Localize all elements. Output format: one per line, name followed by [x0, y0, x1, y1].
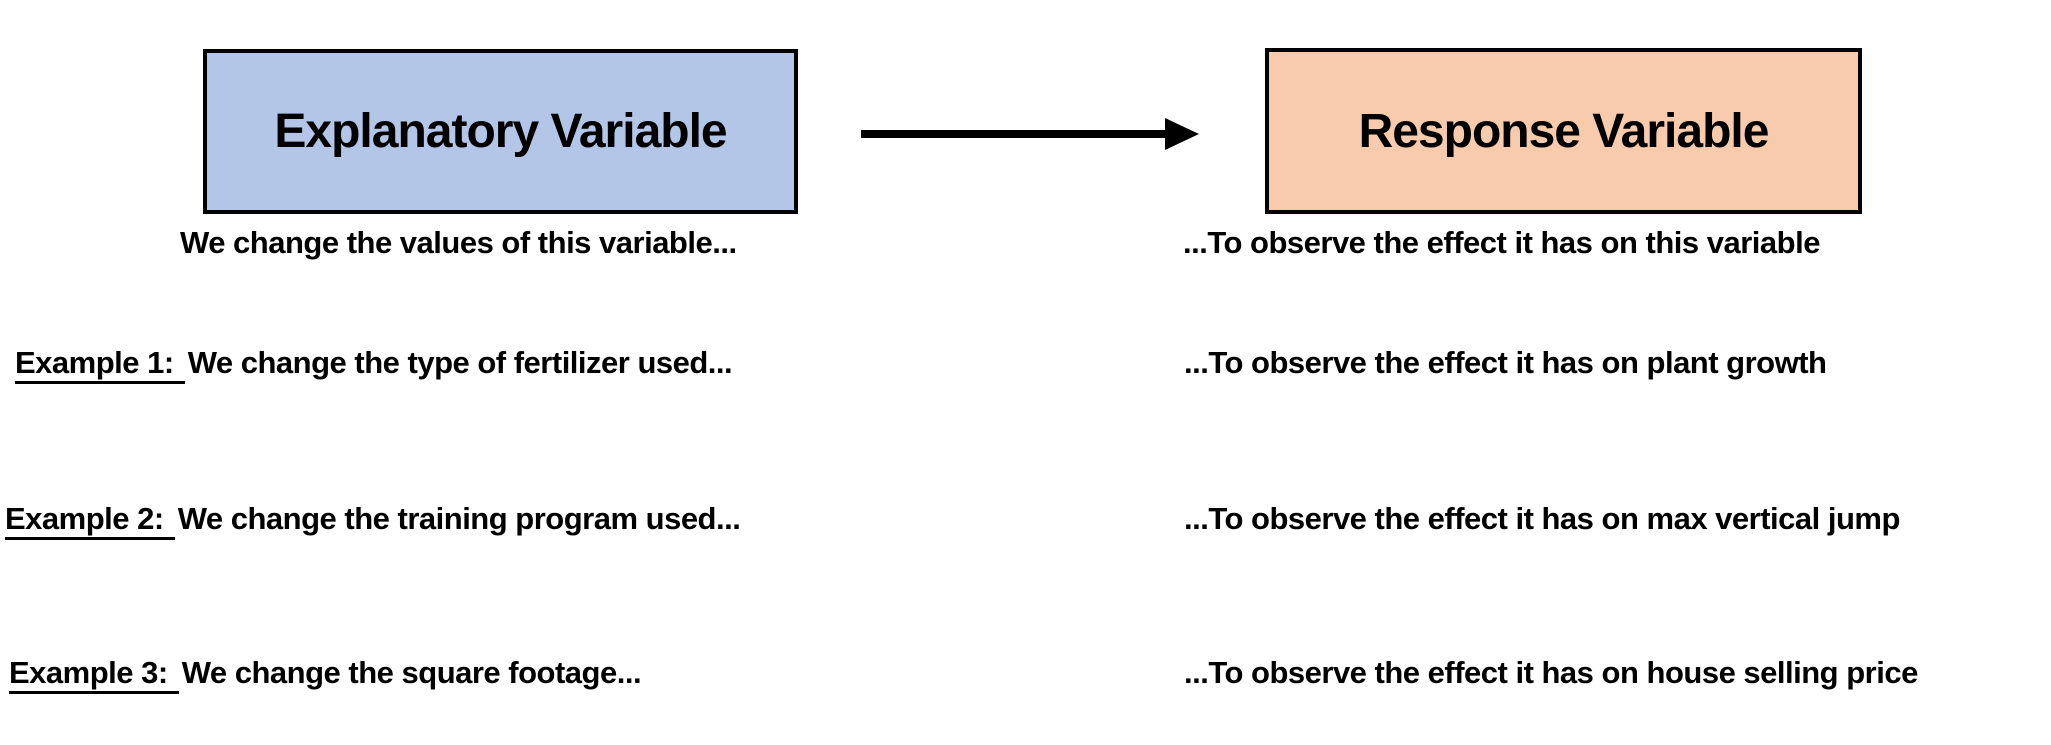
example-2-description: We change the training program used...: [177, 501, 741, 536]
example-2-right-text: ...To observe the effect it has on max v…: [1184, 501, 1900, 536]
example-1-left-text: Example 1:We change the type of fertiliz…: [15, 344, 733, 384]
right-arrow-icon: [861, 118, 1199, 150]
example-3-description: We change the square footage...: [181, 655, 642, 690]
example-1-label: Example 1:: [15, 345, 185, 384]
example-2-label: Example 2:: [5, 501, 175, 540]
example-row-1: Example 1:We change the type of fertiliz…: [0, 344, 2051, 388]
example-1-right-text: ...To observe the effect it has on plant…: [1184, 345, 1827, 380]
example-3-left-text: Example 3:We change the square footage..…: [9, 654, 642, 694]
explanatory-caption: We change the values of this variable...: [180, 225, 737, 260]
explanatory-variable-box: Explanatory Variable: [203, 49, 798, 214]
example-row-3: Example 3:We change the square footage..…: [0, 654, 2051, 698]
example-1-description: We change the type of fertilizer used...: [187, 345, 733, 380]
example-3-right-text: ...To observe the effect it has on house…: [1184, 655, 1918, 690]
example-2-left-text: Example 2:We change the training program…: [5, 500, 741, 540]
response-variable-box: Response Variable: [1265, 48, 1862, 214]
response-caption: ...To observe the effect it has on this …: [1183, 225, 1820, 260]
example-row-2: Example 2:We change the training program…: [0, 500, 2051, 544]
example-3-label: Example 3:: [9, 655, 179, 694]
response-variable-label: Response Variable: [1358, 104, 1770, 158]
explanatory-variable-label: Explanatory Variable: [274, 105, 727, 158]
